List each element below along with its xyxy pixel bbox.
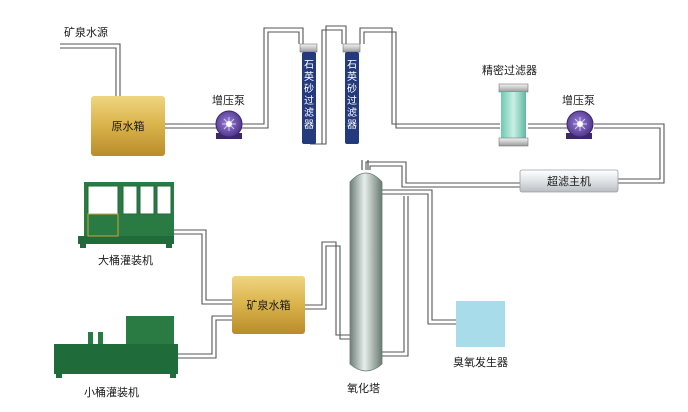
ozone-generator-label: 臭氧发生器 [453, 356, 508, 369]
pump2-label: 增压泵 [562, 94, 595, 107]
booster-pump-2 [566, 110, 594, 139]
oxidation-tower-shape [349, 160, 383, 372]
booster-pump-1 [215, 110, 243, 139]
sand-filter-1-label: 石英砂过滤器 [304, 60, 314, 131]
oxidation-tower-label: 氧化塔 [347, 382, 380, 395]
precision-filter-label: 精密过滤器 [482, 64, 537, 77]
mineral-tank-label: 矿泉水箱 [246, 299, 291, 312]
raw-water-tank [91, 96, 165, 156]
uf-host-label: 超滤主机 [547, 175, 591, 188]
precision-filter-shape [498, 83, 529, 147]
small-barrel-filler-shape [54, 316, 178, 378]
large-barrel-filler-shape [78, 182, 174, 248]
sand-filter-2-label: 石英砂过滤器 [347, 60, 357, 131]
quartz-sand-filter-1-shape [299, 43, 318, 144]
ozone-generator-shape [456, 301, 505, 347]
source-label: 矿泉水源 [64, 26, 108, 39]
large-barrel-filler-label: 大桶灌装机 [98, 254, 153, 267]
quartz-sand-filter-2-shape [342, 43, 361, 144]
raw-tank-label: 原水箱 [111, 120, 145, 133]
mineral-water-tank [232, 276, 305, 334]
pump1-label: 增压泵 [212, 94, 245, 107]
small-barrel-filler-label: 小桶灌装机 [84, 386, 139, 399]
ultrafiltration-host-shape [519, 169, 619, 193]
